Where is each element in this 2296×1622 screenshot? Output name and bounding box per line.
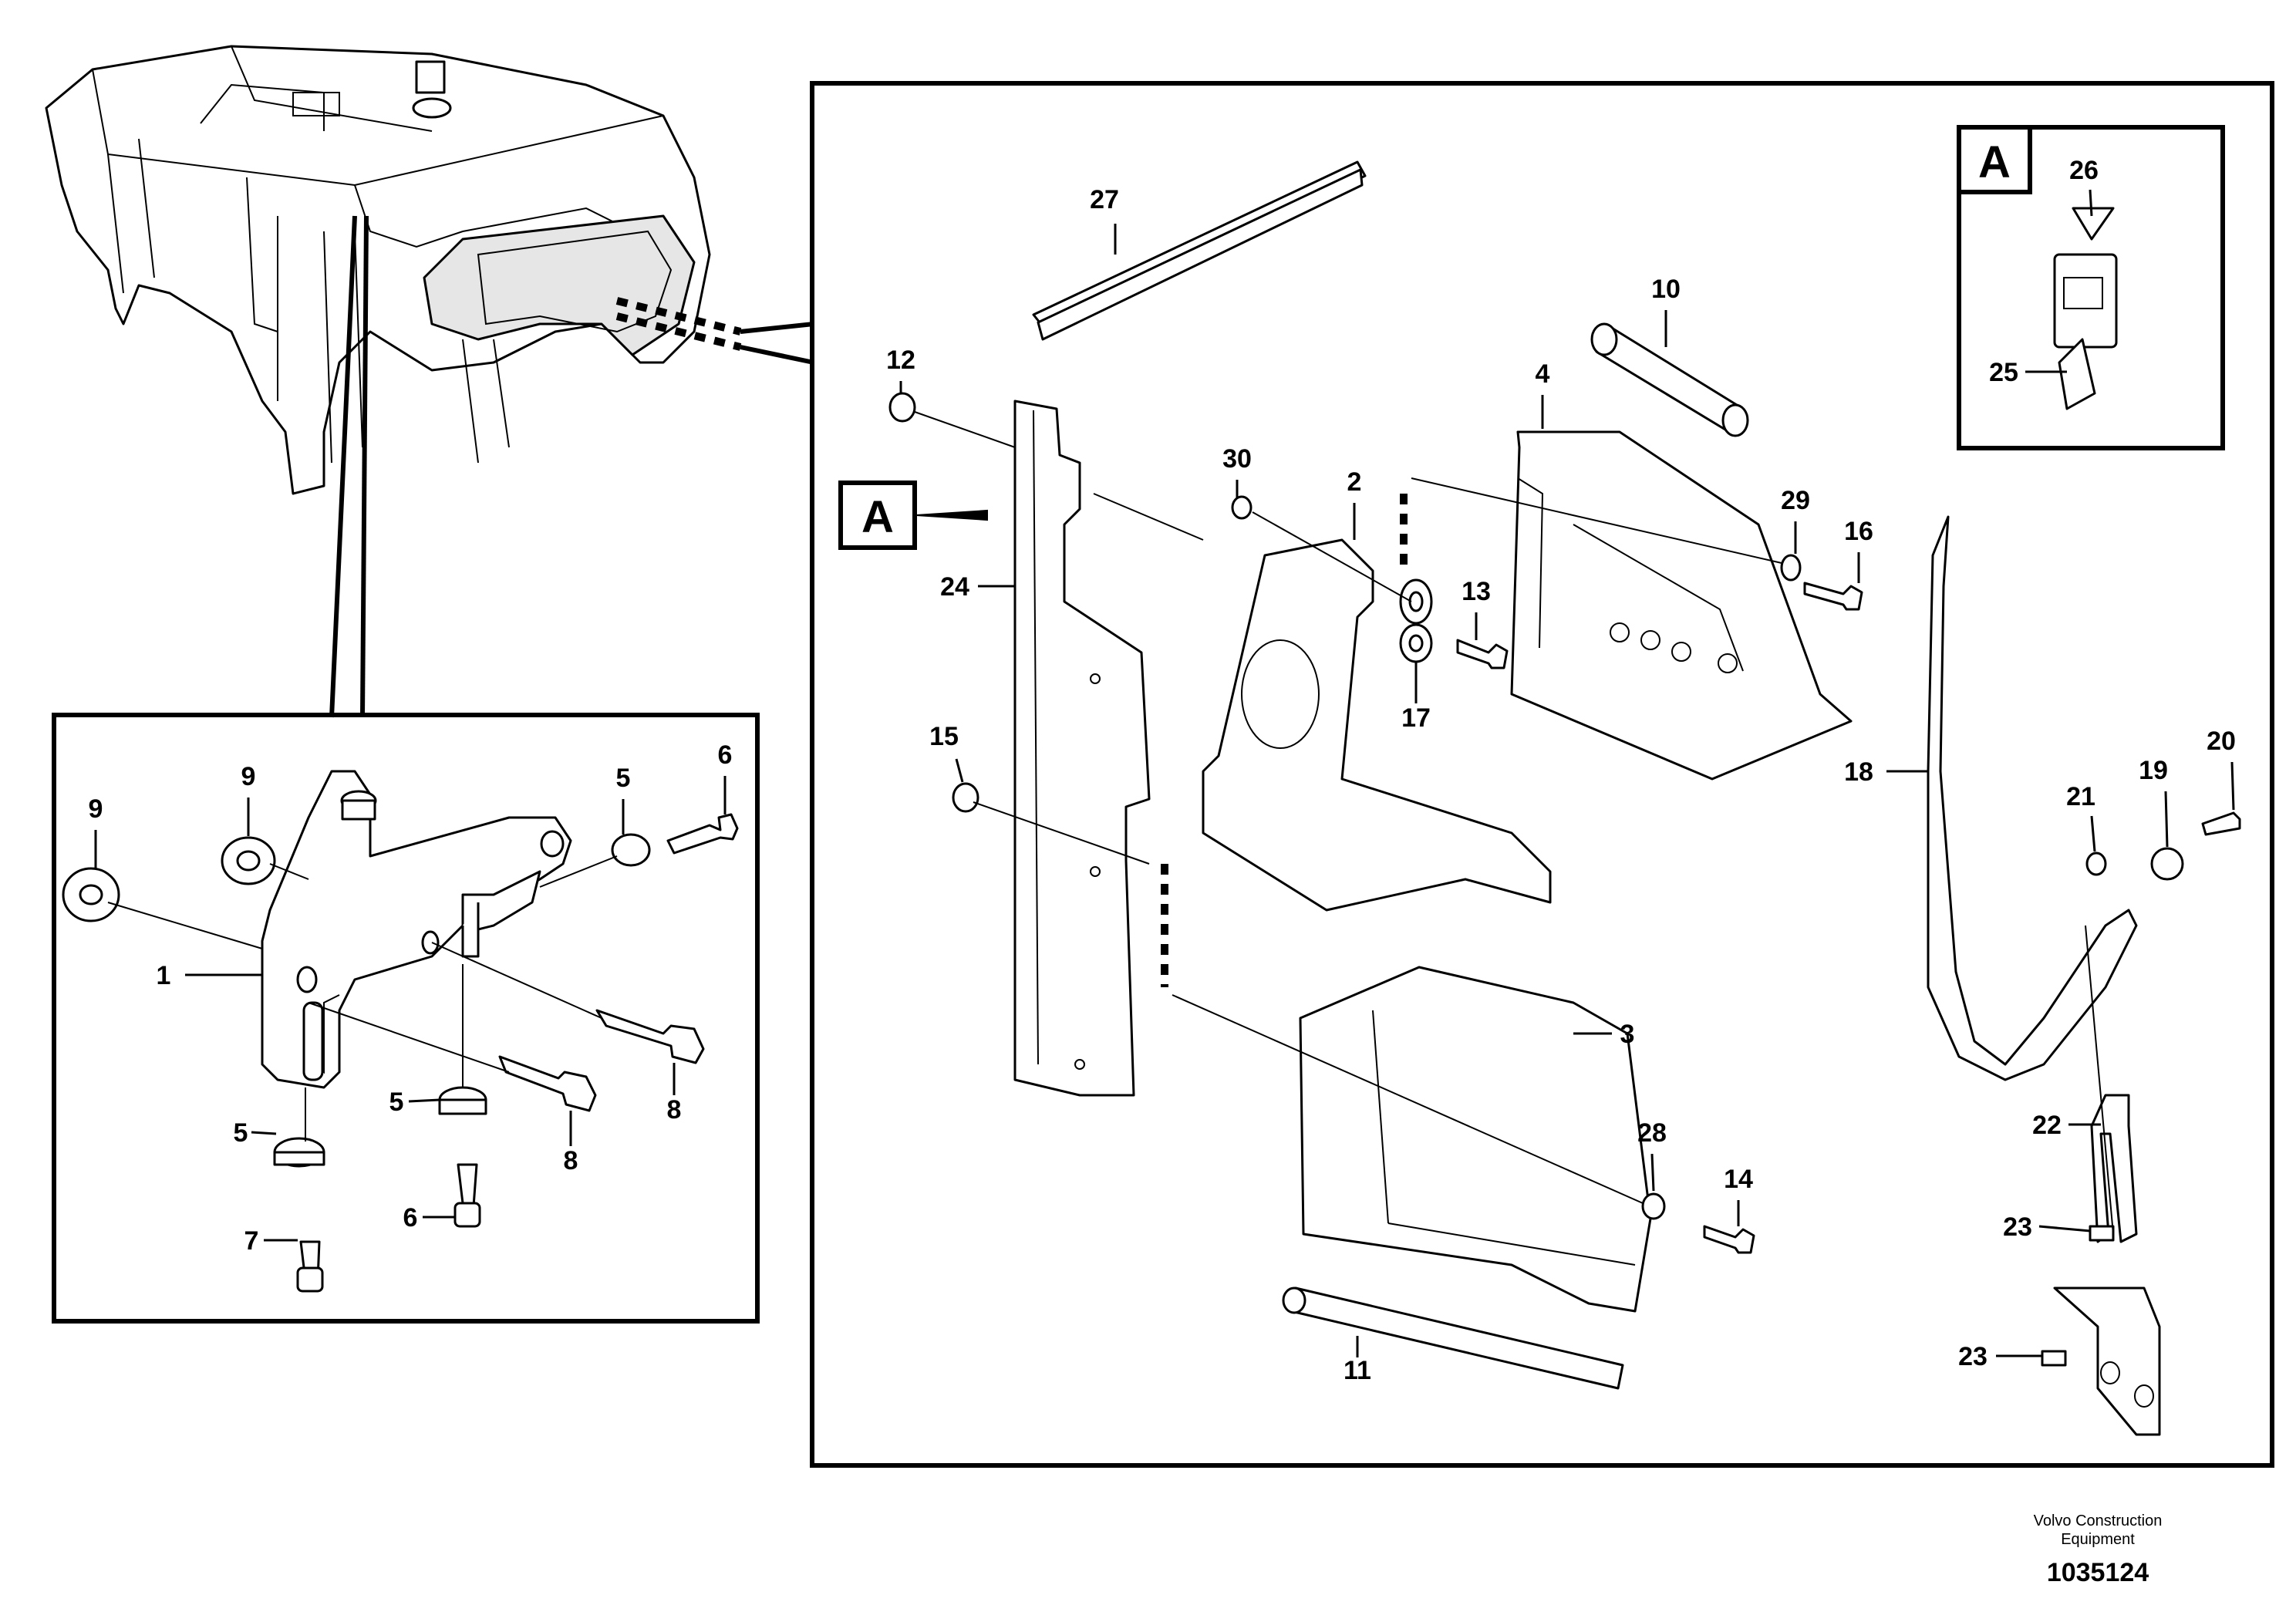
callout-21: 21 [2066, 782, 2095, 811]
callout-2: 2 [1347, 467, 1362, 497]
detail-a-marker-box-main [838, 481, 917, 550]
callout-26: 26 [2069, 156, 2099, 185]
callout-23-b: 23 [1958, 1342, 1988, 1371]
callout-30: 30 [1222, 444, 1252, 474]
callout-15: 15 [929, 722, 959, 751]
callout-14: 14 [1724, 1165, 1753, 1194]
callout-10: 10 [1651, 275, 1681, 304]
callout-labels: 1 9 9 5 6 5 5 6 7 8 8 27 10 12 4 30 2 29 [89, 137, 2236, 1385]
leader-to-detail-frame [329, 215, 814, 718]
detail-a-letter-main: A [861, 492, 894, 542]
callout-5-b: 5 [234, 1118, 248, 1148]
callout-8-b: 8 [667, 1095, 682, 1125]
callout-9-left: 9 [89, 794, 103, 824]
detail-a-inset-frame [1957, 125, 2225, 450]
callout-27: 27 [1090, 185, 1119, 214]
left-detail-frame [52, 713, 760, 1324]
detail-a-letter-inset: A [1978, 137, 2011, 187]
publisher-footer: Volvo Construction Equipment 1035124 [1990, 1512, 2206, 1588]
callout-24: 24 [940, 572, 969, 602]
callout-22: 22 [2032, 1111, 2062, 1140]
callout-13: 13 [1462, 577, 1491, 606]
callout-6-b: 6 [403, 1203, 418, 1233]
callout-9-mid: 9 [241, 762, 256, 791]
callout-12: 12 [886, 346, 915, 375]
callout-8-a: 8 [564, 1146, 578, 1175]
callout-19: 19 [2139, 756, 2168, 785]
callout-7: 7 [244, 1226, 259, 1256]
brand-line-2: Equipment [2061, 1531, 2135, 1548]
detail-a-pointer-arrow [915, 509, 988, 521]
right-detail-frame [810, 81, 2274, 1468]
parts-right [888, 160, 2241, 1436]
callout-18: 18 [1844, 757, 1873, 787]
callout-11: 11 [1344, 1356, 1371, 1385]
document-number: 1035124 [2046, 1558, 2149, 1587]
detail-a-marker-box-inset [1957, 125, 2032, 194]
callout-20: 20 [2207, 727, 2236, 756]
callout-4: 4 [1536, 359, 1550, 389]
callout-29: 29 [1781, 486, 1810, 515]
callout-25: 25 [1989, 358, 2018, 387]
callout-1: 1 [157, 961, 171, 990]
callout-6-a: 6 [718, 740, 733, 770]
callout-23-a: 23 [2003, 1212, 2032, 1242]
machine-overview-illustration [45, 45, 711, 495]
callout-3: 3 [1620, 1020, 1635, 1049]
callout-16: 16 [1844, 517, 1873, 546]
bracket-assembly-left [62, 770, 739, 1293]
callout-5-a: 5 [616, 764, 631, 793]
callout-28: 28 [1637, 1118, 1667, 1148]
callout-5-c: 5 [389, 1088, 404, 1117]
brand-line-1: Volvo Construction [2033, 1512, 2163, 1529]
callout-17: 17 [1401, 703, 1431, 733]
